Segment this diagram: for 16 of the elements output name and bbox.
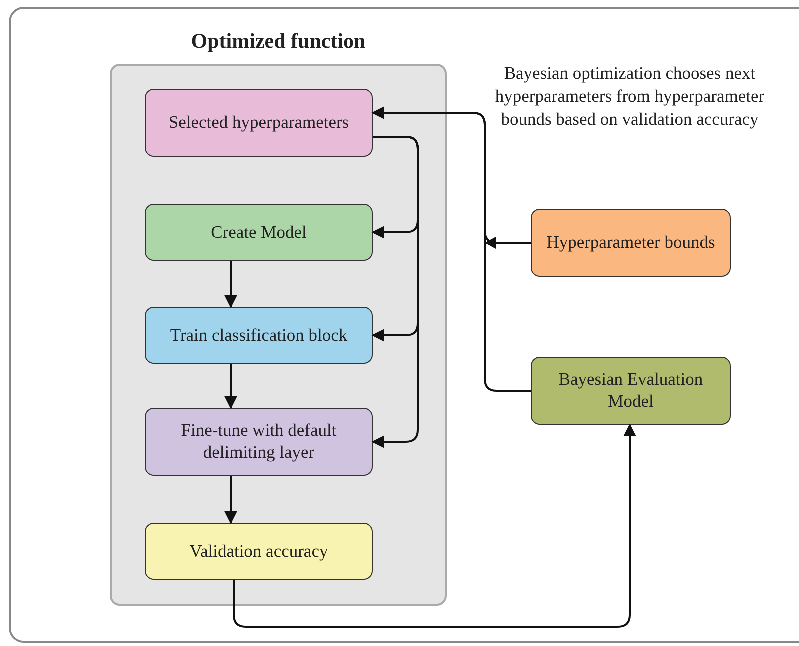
box-label: Hyperparameter bounds — [546, 232, 716, 254]
box-label: Validation accuracy — [190, 540, 328, 562]
box-label: Fine-tune with default delimiting layer — [180, 420, 338, 464]
process-box — [145, 89, 373, 157]
process-box — [531, 357, 731, 425]
process-box — [145, 523, 373, 580]
process-box — [145, 307, 373, 364]
process-box — [531, 209, 731, 277]
process-box — [145, 204, 373, 261]
group-heading: Optimized function — [190, 28, 367, 54]
box-label: Selected hyperparameters — [168, 112, 350, 134]
process-box — [145, 408, 373, 476]
box-label: Create Model — [211, 222, 307, 244]
box-label: Bayesian Evaluation Model — [558, 369, 704, 413]
note-text: Bayesian optimization chooses next hyperparameters from hyperparameter bounds based on validation accuracy — [494, 62, 766, 130]
box-label: Train classification block — [170, 324, 348, 346]
